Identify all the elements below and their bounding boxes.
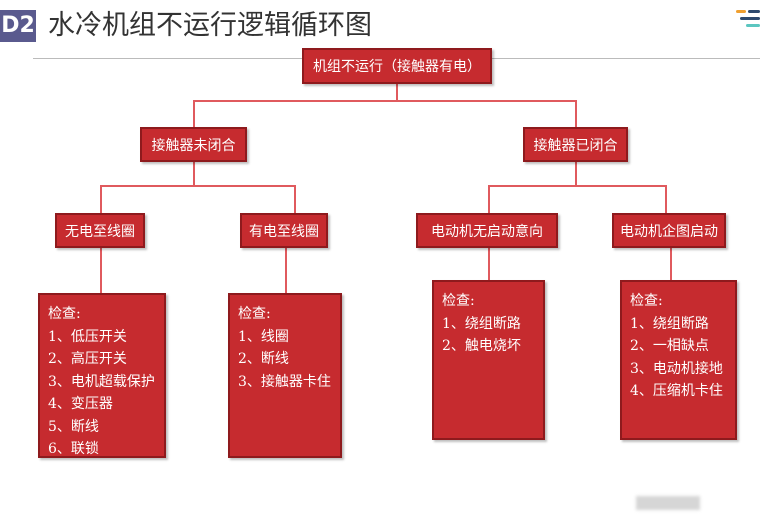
detail-item: 2、高压开关: [48, 351, 127, 367]
detail-item: 6、联锁: [48, 441, 99, 457]
detail-item: 5、断线: [48, 418, 99, 435]
detail-item: 4、变压器: [48, 396, 113, 412]
detail-item: 2、触电烧坏: [442, 338, 521, 354]
detail-item: 3、电动机接地: [630, 360, 723, 377]
detail-box-2: 检查: 1、线圈 2、断线 3、接触器卡住: [228, 293, 342, 458]
detail-item: 1、绕组断路: [630, 315, 709, 332]
detail-item: 1、低压开关: [48, 328, 127, 345]
page-title: 水冷机组不运行逻辑循环图: [48, 10, 372, 41]
node-no-power-coil: 无电至线圈: [55, 213, 145, 248]
node-contactor-closed: 接触器已闭合: [523, 127, 628, 162]
detail-heading: 检查:: [48, 306, 81, 322]
detail-item: 1、绕组断路: [442, 315, 521, 332]
node-motor-no-start: 电动机无启动意向: [416, 213, 558, 248]
detail-item: 1、线圈: [238, 328, 289, 345]
detail-heading: 检查:: [630, 293, 663, 309]
detail-item: 3、电机超载保护: [48, 373, 155, 390]
detail-item: 2、一相缺点: [630, 338, 709, 354]
detail-item: 3、接触器卡住: [238, 373, 331, 390]
detail-heading: 检查:: [238, 306, 271, 322]
watermark: [636, 496, 700, 510]
node-motor-try-start: 电动机企图启动: [612, 213, 726, 248]
brand-logo-icon: [734, 10, 760, 30]
node-contactor-open: 接触器未闭合: [140, 127, 247, 162]
detail-item: 2、断线: [238, 351, 289, 367]
detail-heading: 检查:: [442, 293, 475, 309]
root-node: 机组不运行（接触器有电）: [302, 48, 492, 84]
node-power-coil: 有电至线圈: [240, 213, 328, 248]
detail-box-3: 检查: 1、绕组断路 2、触电烧坏: [432, 280, 545, 440]
detail-box-1: 检查: 1、低压开关 2、高压开关 3、电机超载保护 4、变压器 5、断线 6、…: [38, 293, 166, 458]
detail-box-4: 检查: 1、绕组断路 2、一相缺点 3、电动机接地 4、压缩机卡住: [620, 280, 737, 440]
detail-item: 4、压缩机卡住: [630, 383, 723, 399]
section-badge: D2: [0, 10, 36, 42]
